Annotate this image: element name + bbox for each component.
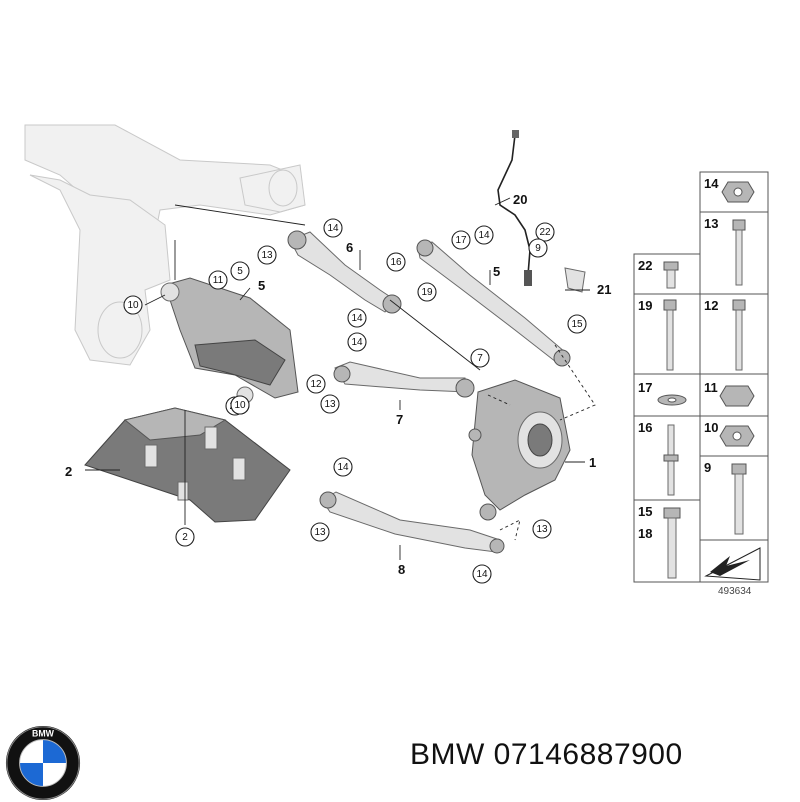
callout-11: 11	[208, 270, 228, 290]
label-21: 21	[597, 282, 611, 297]
washer-icon	[657, 394, 687, 406]
table-label-10: 10	[704, 420, 718, 435]
callout-12: 12	[306, 374, 326, 394]
callout-22: 22	[535, 222, 555, 242]
callout-13: 13	[257, 245, 277, 265]
svg-text:5: 5	[237, 266, 243, 277]
callout-5: 5	[230, 261, 250, 281]
svg-text:12: 12	[310, 379, 322, 390]
hex-nut-icon	[719, 385, 755, 407]
hex-bolt-icon	[731, 463, 747, 535]
svg-text:19: 19	[421, 287, 433, 298]
svg-text:14: 14	[351, 337, 363, 348]
callout-16: 16	[386, 252, 406, 272]
control-arm-8	[319, 491, 505, 554]
callout-19: 19	[417, 282, 437, 302]
callout-14: 14	[474, 225, 494, 245]
table-label-17: 17	[638, 380, 652, 395]
svg-text:14: 14	[351, 313, 363, 324]
long-bolt-icon	[663, 299, 677, 371]
label-8: 8	[398, 562, 405, 577]
flange-nut-icon	[721, 181, 755, 203]
long-bolt-icon	[732, 299, 746, 371]
callout-14: 14	[323, 218, 343, 238]
svg-text:10: 10	[234, 400, 246, 411]
diagram-number: 493634	[718, 586, 752, 597]
svg-text:14: 14	[327, 223, 339, 234]
callout-7: 7	[470, 348, 490, 368]
underbody-cover-plate	[84, 407, 291, 523]
label-7: 7	[396, 412, 403, 427]
wishbone-arm-5-left	[160, 277, 299, 404]
flange-bolt-icon	[663, 507, 681, 579]
svg-text:2: 2	[182, 532, 188, 543]
label-5: 5	[493, 264, 500, 279]
callout-13: 13	[532, 519, 552, 539]
long-bolt-icon	[732, 219, 746, 286]
callout-13: 13	[320, 394, 340, 414]
control-arm-5-right	[416, 239, 571, 367]
leader-lines	[85, 197, 596, 560]
callout-10: 10	[123, 295, 143, 315]
stud-icon	[663, 424, 679, 496]
callout-markers: 1413101151716221914914202141213107131413…	[123, 218, 587, 584]
callout-14: 14	[347, 332, 367, 352]
svg-text:9: 9	[535, 243, 541, 254]
table-label-13: 13	[704, 216, 718, 231]
svg-text:17: 17	[455, 235, 467, 246]
label-5: 5	[258, 278, 265, 293]
callout-9: 9	[528, 238, 548, 258]
label-6: 6	[346, 240, 353, 255]
wheel-speed-sensor-20	[497, 130, 532, 286]
callout-14: 14	[333, 457, 353, 477]
label-2: 2	[65, 464, 72, 479]
callout-15: 15	[567, 314, 587, 334]
svg-text:7: 7	[477, 353, 483, 364]
table-label-18: 18	[638, 526, 652, 541]
callout-13: 13	[310, 522, 330, 542]
callout-17: 17	[451, 230, 471, 250]
callout-14: 14	[347, 308, 367, 328]
table-label-11: 11	[704, 380, 718, 395]
table-label-9: 9	[704, 460, 711, 475]
svg-text:14: 14	[337, 462, 349, 473]
svg-text:22: 22	[539, 227, 551, 238]
part-caption: BMW 07146887900	[410, 738, 683, 771]
svg-text:13: 13	[314, 527, 326, 538]
hardware-parts-table: 14 13 22 12 19 11 17 10 16 9 15 18 49363…	[633, 171, 769, 597]
svg-text:10: 10	[127, 300, 139, 311]
label-20: 20	[513, 192, 527, 207]
bmw-roundel-icon: BMW	[5, 725, 81, 801]
sensor-bracket-21	[564, 267, 586, 293]
svg-text:13: 13	[261, 250, 273, 261]
svg-text:13: 13	[324, 399, 336, 410]
svg-text:BMW: BMW	[32, 729, 55, 739]
svg-text:14: 14	[476, 569, 488, 580]
direction-arrow-icon	[704, 547, 761, 581]
label-1: 1	[589, 455, 596, 470]
rear-axle-subframe	[24, 124, 306, 366]
control-arm-7	[333, 361, 475, 398]
table-label-14: 14	[704, 176, 719, 191]
table-label-19: 19	[638, 298, 652, 313]
svg-text:11: 11	[213, 275, 224, 286]
callout-10: 10	[230, 395, 250, 415]
lock-nut-icon	[719, 425, 755, 447]
wheel-carrier-1	[468, 379, 571, 521]
callout-2: 2	[175, 527, 195, 547]
svg-text:15: 15	[571, 319, 583, 330]
table-label-12: 12	[704, 298, 718, 313]
table-label-16: 16	[638, 420, 652, 435]
hex-bolt-icon	[663, 261, 679, 289]
svg-text:13: 13	[536, 524, 548, 535]
table-label-22: 22	[638, 258, 652, 273]
svg-text:14: 14	[478, 230, 490, 241]
svg-text:16: 16	[390, 257, 402, 268]
table-label-15: 15	[638, 504, 652, 519]
callout-14: 14	[472, 564, 492, 584]
control-arm-6	[287, 230, 402, 314]
